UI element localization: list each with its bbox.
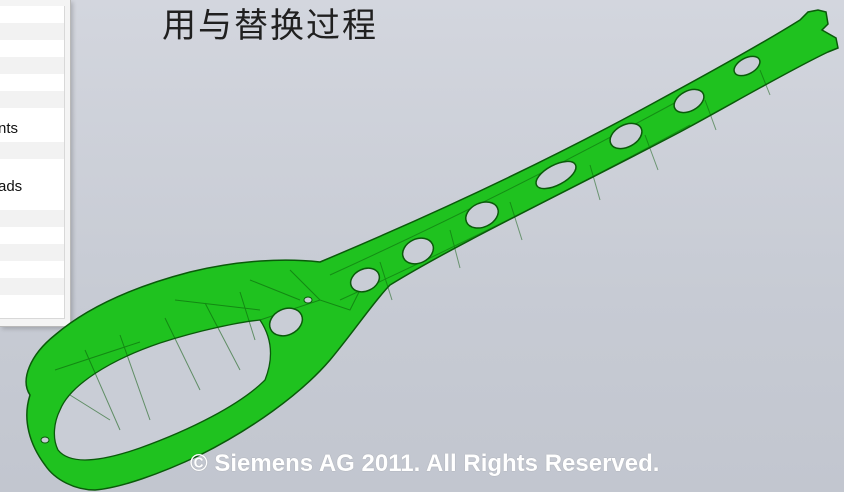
part-body[interactable]: [25, 9, 839, 491]
list-item[interactable]: [0, 142, 64, 159]
list-item[interactable]: [0, 91, 64, 108]
list-item[interactable]: nts: [0, 120, 19, 137]
hole: [465, 201, 499, 229]
rib-lines: [54, 269, 361, 431]
list-item[interactable]: [0, 23, 64, 40]
list-item[interactable]: ads: [0, 178, 23, 195]
slide-title: 用与替换过程: [162, 6, 378, 46]
hole: [268, 307, 304, 337]
hole: [349, 267, 381, 293]
bolt-hole: [40, 436, 50, 444]
list-item[interactable]: [0, 210, 64, 227]
navigator-panel[interactable]: nts ads: [0, 0, 71, 327]
hole: [673, 88, 705, 114]
navigator-list[interactable]: nts ads: [0, 6, 65, 319]
hole: [733, 55, 761, 77]
copyright-notice: © Siemens AG 2011. All Rights Reserved.: [190, 450, 660, 477]
hole: [609, 122, 643, 150]
loop-cutout: [53, 319, 272, 461]
list-item[interactable]: [0, 57, 64, 74]
hole: [401, 237, 435, 265]
list-item[interactable]: [0, 244, 64, 261]
bolt-hole: [303, 296, 313, 304]
slot-hole: [535, 160, 577, 190]
arm-frame-lines: [329, 69, 771, 301]
list-item[interactable]: [0, 278, 64, 295]
